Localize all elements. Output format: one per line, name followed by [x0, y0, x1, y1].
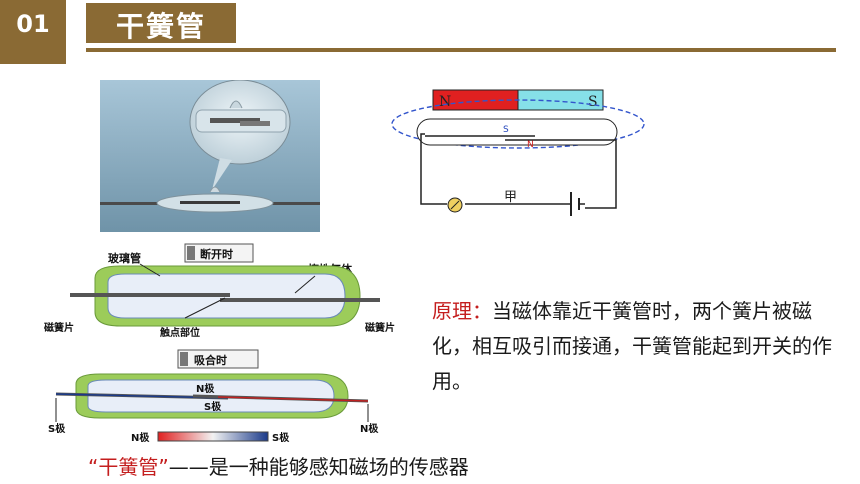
- caption-text: ——是一种能够感知磁场的传感器: [168, 455, 469, 479]
- glass-tube-label: 玻璃管: [108, 251, 141, 265]
- magnet-bar: [157, 431, 269, 442]
- reed-switch-photo: [100, 80, 320, 232]
- closed-state-diagram: 吸合时 N极 S极 S极 N极 N极 S极: [48, 349, 379, 444]
- title-underline: [86, 48, 836, 52]
- caption-term: “干簧管”: [88, 455, 169, 479]
- open-state-diagram: 断开时 玻璃管 惰性气体 磁簧片 磁簧片 触点部位: [44, 243, 395, 338]
- principle-paragraph: 原理：当磁体靠近干簧管时，两个簧片被磁化，相互吸引而接通，干簧管能起到开关的作用…: [432, 294, 832, 399]
- definition-caption: “干簧管”——是一种能够感知磁场的传感器: [88, 451, 469, 480]
- right-reed-label: 磁簧片: [365, 321, 395, 334]
- magnet-n-label: N: [439, 94, 451, 110]
- section-number-badge: 01: [0, 0, 66, 64]
- left-reed-label: 磁簧片: [44, 321, 74, 334]
- magnet-s-label: S: [588, 94, 598, 110]
- right-n-pole-label: N极: [360, 422, 379, 435]
- open-heading: 断开时: [200, 247, 233, 261]
- magnet-circuit-diagram: N S S N 甲: [391, 89, 645, 216]
- lamp-label: 甲: [504, 190, 517, 205]
- n-pole-label: N极: [196, 382, 215, 395]
- badge-shape: [0, 0, 66, 64]
- closed-heading: 吸合时: [194, 353, 227, 367]
- title-box: 干簧管: [86, 3, 236, 43]
- bar-s-label: S极: [272, 431, 290, 444]
- field-line: [391, 99, 645, 149]
- principle-text: 当磁体靠近干簧管时，两个簧片被磁化，相互吸引而接通，干簧管能起到开关的作用。: [432, 299, 832, 393]
- principle-label: 原理：: [432, 299, 492, 323]
- left-s-pole-label: S极: [48, 422, 66, 435]
- reed-tube: [416, 118, 618, 146]
- page-title: 干簧管: [115, 10, 206, 43]
- reed-n-label: N: [527, 140, 534, 150]
- contact-label: 触点部位: [159, 326, 200, 338]
- s-pole-label: S极: [204, 400, 222, 413]
- reed-s-label: S: [503, 125, 509, 135]
- section-number: 01: [16, 10, 50, 38]
- bar-n-label: N极: [131, 431, 150, 444]
